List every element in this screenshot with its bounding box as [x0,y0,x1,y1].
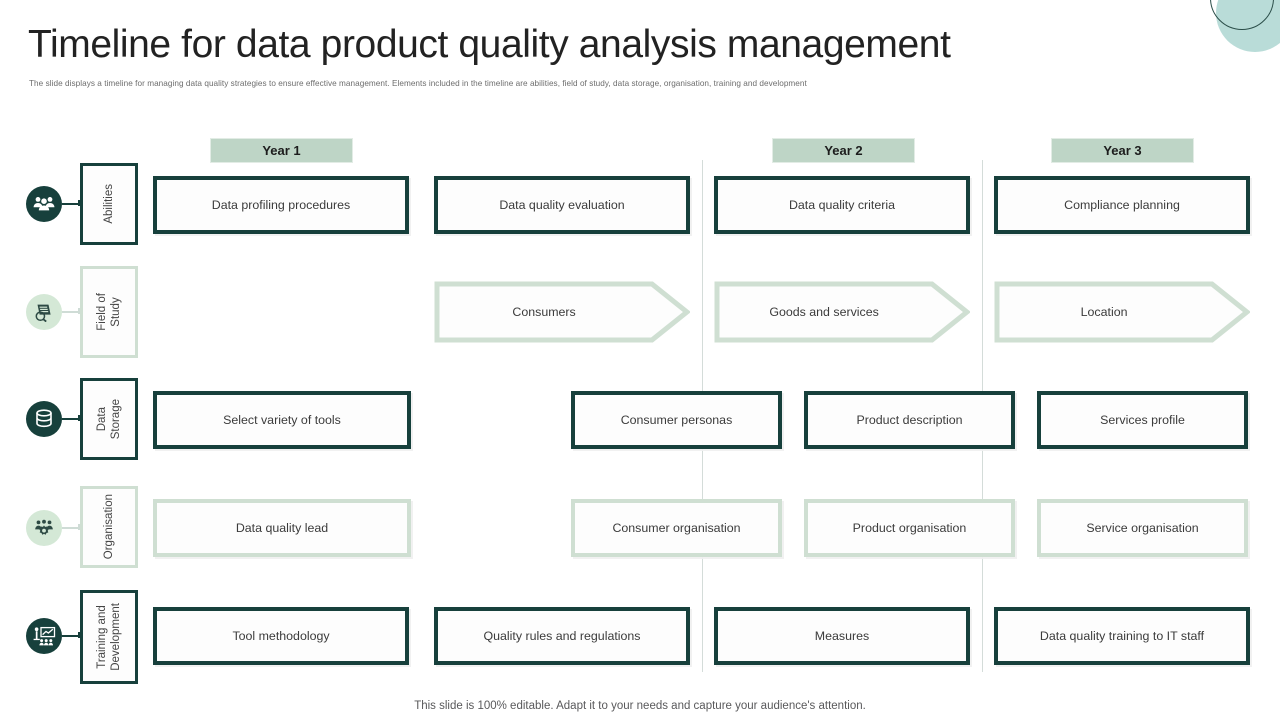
year-header-2[interactable]: Year 2 [772,138,915,163]
year-header-3[interactable]: Year 3 [1051,138,1194,163]
cell-data-storage-2[interactable]: Consumer personas [571,391,782,449]
row-label-organisation-text: Organisation [103,494,115,560]
people-group-icon [26,186,62,222]
cell-organisation-1[interactable]: Data quality lead [153,499,411,557]
row-label-abilities-text: Abilities [103,184,115,224]
row-label-field-of-study-text: Field of Study [96,293,122,331]
cell-field-of-study-2[interactable]: Goods and services [714,281,970,343]
cell-field-of-study-3[interactable]: Location [994,281,1250,343]
cell-training-3[interactable]: Measures [714,607,970,665]
cell-field-of-study-1[interactable]: Consumers [434,281,690,343]
cell-data-storage-1[interactable]: Select variety of tools [153,391,411,449]
cell-abilities-3[interactable]: Data quality criteria [714,176,970,234]
cell-organisation-4[interactable]: Service organisation [1037,499,1248,557]
rail-connector-3 [62,418,82,420]
rail-connector-2 [62,311,82,313]
rail-connector-1 [62,203,82,205]
cell-abilities-1[interactable]: Data profiling procedures [153,176,409,234]
cell-organisation-2[interactable]: Consumer organisation [571,499,782,557]
book-magnifier-icon [26,294,62,330]
row-label-data-storage: Data Storage [80,378,138,460]
rail-connector-4 [62,527,82,529]
page-title: Timeline for data product quality analys… [28,23,951,66]
row-label-training-and-development-text: Training and Development [96,603,122,671]
cell-abilities-2[interactable]: Data quality evaluation [434,176,690,234]
cell-data-storage-3[interactable]: Product description [804,391,1015,449]
row-label-organisation: Organisation [80,486,138,568]
row-label-training-and-development: Training and Development [80,590,138,684]
row-label-data-storage-text: Data Storage [96,398,122,440]
cell-data-storage-4[interactable]: Services profile [1037,391,1248,449]
database-icon [26,401,62,437]
year-header-1[interactable]: Year 1 [210,138,353,163]
page-subtitle: The slide displays a timeline for managi… [29,79,807,88]
row-label-abilities: Abilities [80,163,138,245]
cell-training-1[interactable]: Tool methodology [153,607,409,665]
footer-note: This slide is 100% editable. Adapt it to… [414,700,866,712]
cell-training-2[interactable]: Quality rules and regulations [434,607,690,665]
cell-abilities-4[interactable]: Compliance planning [994,176,1250,234]
cell-training-4[interactable]: Data quality training to IT staff [994,607,1250,665]
team-gear-icon [26,510,62,546]
cell-organisation-3[interactable]: Product organisation [804,499,1015,557]
presentation-training-icon [26,618,62,654]
row-label-field-of-study: Field of Study [80,266,138,358]
cell-field-of-study-1-text: Consumers [512,305,576,319]
cell-field-of-study-2-text: Goods and services [769,305,879,319]
rail-connector-5 [62,635,82,637]
cell-field-of-study-3-text: Location [1080,305,1128,319]
